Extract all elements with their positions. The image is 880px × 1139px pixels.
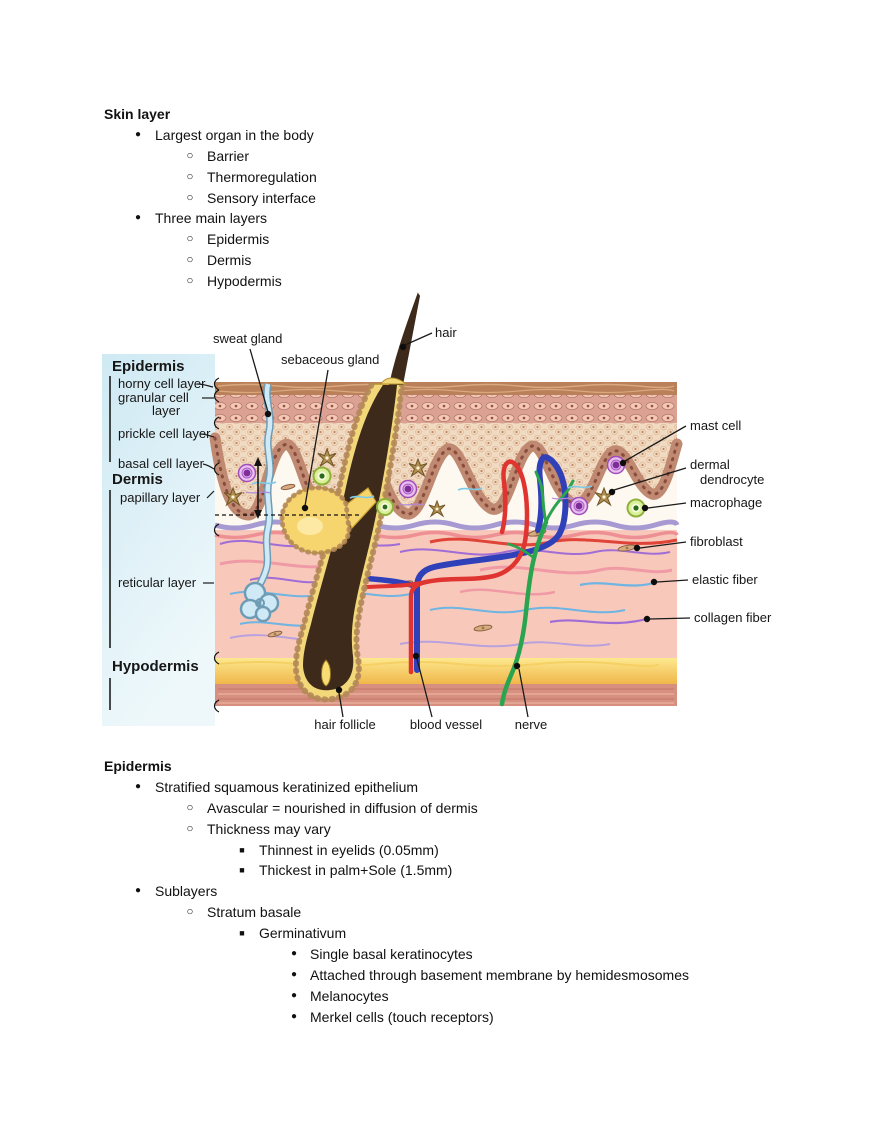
outline-item: ■Germinativum (104, 923, 689, 944)
horny-cell-layer (215, 382, 677, 395)
notes-section-epidermis: Epidermis ●Stratified squamous keratiniz… (104, 756, 689, 1028)
nerve-fiber (499, 470, 575, 707)
label-basal-cell-layer: basal cell layer (118, 456, 205, 471)
bullet-circle-icon: ○ (186, 254, 194, 267)
bullet-circle-icon: ○ (186, 149, 194, 162)
label-collagen-fiber: collagen fiber (694, 610, 772, 625)
bullet-circle-icon: ○ (186, 233, 194, 246)
outline-item: ■Thinnest in eyelids (0.05mm) (104, 840, 689, 861)
mast-cell-labeled (606, 455, 626, 475)
callout-lines (249, 332, 691, 718)
label-panel-background (102, 354, 215, 726)
outline-item: ○Stratum basale (104, 902, 689, 923)
horny-texture (217, 383, 675, 389)
outline-item: ●Stratified squamous keratinized epithel… (104, 777, 689, 798)
bullet-square-icon: ■ (239, 928, 245, 939)
outline-item: ●Sublayers (104, 881, 689, 902)
label-blood-vessel: blood vessel (410, 717, 482, 732)
bullet-disc-icon: ● (134, 128, 142, 140)
dermal-papilla (321, 659, 331, 687)
outline-item: ■Thickest in palm+Sole (1.5mm) (104, 860, 689, 881)
outline-item: ○Dermis (104, 250, 317, 271)
label-prickle-cell-layer: prickle cell layer (118, 426, 211, 441)
label-reticular-layer: reticular layer (118, 575, 197, 590)
horny-texture (217, 388, 675, 394)
outline-item: ○Thickness may vary (104, 819, 689, 840)
outline-item: ○Barrier (104, 146, 317, 167)
label-elastic-fiber: elastic fiber (692, 572, 758, 587)
bullet-circle-icon: ○ (186, 906, 194, 919)
label-mast-cell: mast cell (690, 418, 741, 433)
bullet-disc-icon: ● (290, 1010, 298, 1022)
bullet-circle-icon: ○ (186, 801, 194, 814)
outline-item: ●Merkel cells (touch receptors) (104, 1007, 689, 1028)
outline-item: ○Hypodermis (104, 271, 317, 292)
bullet-circle-icon: ○ (186, 170, 194, 183)
outline-item: ○Sensory interface (104, 188, 317, 209)
label-hair: hair (435, 325, 457, 340)
label-nerve: nerve (515, 717, 548, 732)
outline-item: ●Largest organ in the body (104, 125, 317, 146)
heading-skin-layer: Skin layer (104, 106, 171, 122)
outline-item: ●Single basal keratinocytes (104, 944, 689, 965)
bullet-circle-icon: ○ (186, 275, 194, 288)
label-papillary-layer: papillary layer (120, 490, 201, 505)
sweat-gland (239, 383, 280, 623)
label-hair-follicle: hair follicle (314, 717, 375, 732)
outline-item: ○Avascular = nourished in diffusion of d… (104, 798, 689, 819)
outline-item: ●Melanocytes (104, 986, 689, 1007)
label-dendrocyte: dendrocyte (700, 472, 764, 487)
follicle-opening (380, 377, 408, 385)
label-hypodermis: Hypodermis (112, 658, 199, 675)
outline-item: ○Epidermis (104, 229, 317, 250)
reticular-layer (215, 530, 677, 658)
notes-section-skin-layer: Skin layer ●Largest organ in the body ○B… (104, 104, 317, 292)
bullet-disc-icon: ● (134, 212, 142, 224)
granular-texture (215, 395, 677, 423)
bullet-circle-icon: ○ (186, 191, 194, 204)
label-fibroblast: fibroblast (690, 534, 743, 549)
bullet-circle-icon: ○ (186, 822, 194, 835)
macrophage-cells (312, 466, 646, 518)
hair-root (303, 385, 397, 691)
label-epidermis: Epidermis (112, 358, 185, 375)
layer-brackets (109, 376, 220, 713)
bullet-disc-icon: ● (290, 948, 298, 960)
bullet-disc-icon: ● (134, 885, 142, 897)
label-horny-cell-layer: horny cell layer (118, 376, 206, 391)
label-macrophage: macrophage (690, 495, 762, 510)
outline-item: ●Attached through basement membrane by h… (104, 965, 689, 986)
bullet-square-icon: ■ (239, 865, 245, 876)
label-sweat-gland: sweat gland (213, 331, 282, 346)
hair-shaft (389, 292, 420, 385)
skin-anatomy-diagram: sweat gland sebaceous gland hair Epiderm… (102, 292, 772, 732)
bullet-disc-icon: ● (290, 989, 298, 1001)
label-sebaceous-gland: sebaceous gland (281, 352, 379, 367)
bullet-square-icon: ■ (239, 844, 245, 855)
basal-cell-dots (213, 436, 679, 517)
outline-item: ●Three main layers (104, 208, 317, 229)
label-granular-cell: granular cell (118, 390, 189, 405)
mast-cells (237, 455, 626, 516)
bullet-disc-icon: ● (290, 968, 298, 980)
heading-epidermis: Epidermis (104, 758, 172, 774)
label-dermal: dermal (690, 457, 730, 472)
macrophage-labeled (626, 498, 646, 518)
label-dermis: Dermis (112, 471, 163, 488)
outline-item: ○Thermoregulation (104, 167, 317, 188)
label-granular-layer: layer (152, 403, 181, 418)
deep-tissue-texture (218, 688, 674, 704)
bullet-disc-icon: ● (134, 780, 142, 792)
